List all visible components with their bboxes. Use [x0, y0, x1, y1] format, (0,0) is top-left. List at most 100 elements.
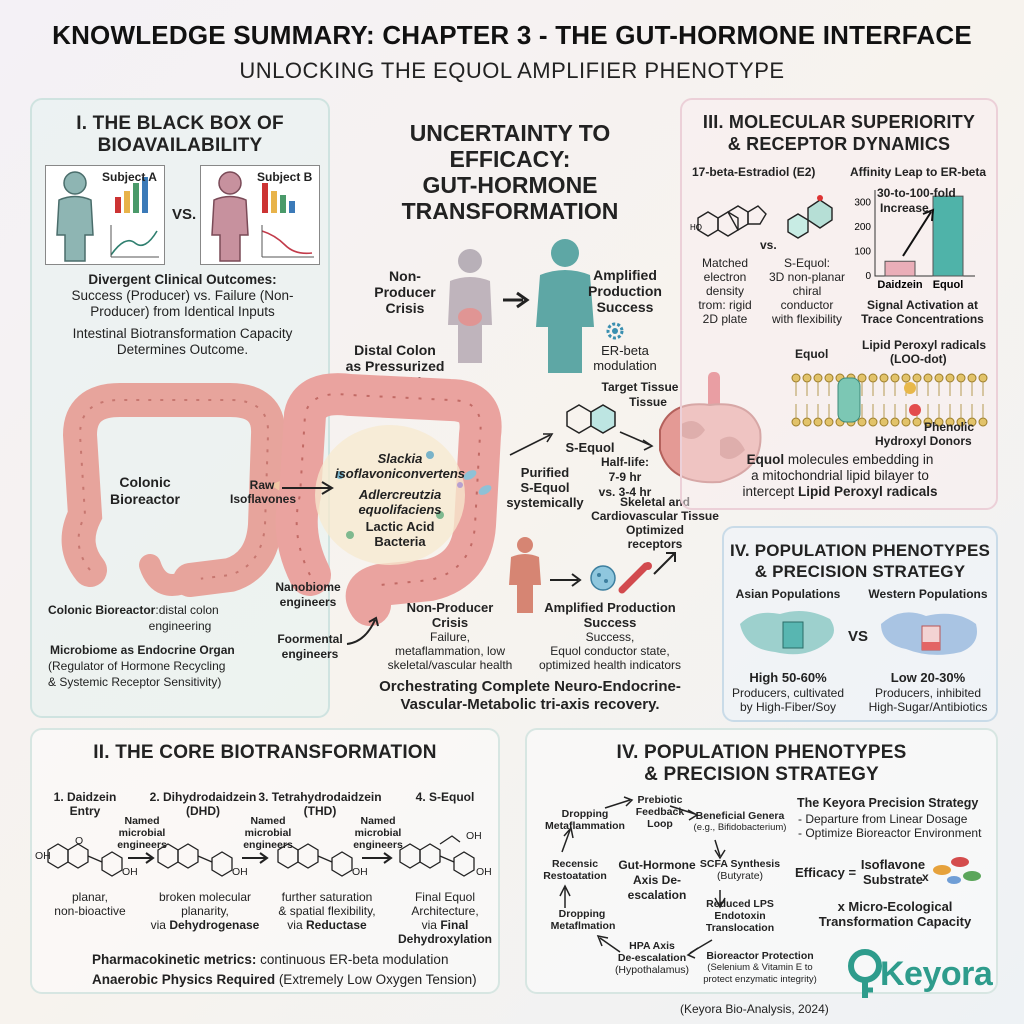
lipid-head	[967, 373, 977, 383]
lipid-head	[912, 373, 922, 383]
step1-desc-1: planar,	[71, 890, 109, 904]
phenolic-label-1: Phenolic	[924, 420, 975, 434]
oh-label-2: OH	[122, 866, 138, 878]
non-producer-top-label-3: Crisis	[385, 300, 425, 316]
cycle-bio-1: Bioreactor Protection	[706, 950, 814, 962]
anaerobic-bold: Anaerobic Physics Required	[92, 972, 276, 987]
raw-isoflavones-label-2: Isoflavones	[229, 492, 297, 506]
purified-sequol-label-3: systemically	[506, 495, 584, 510]
step4-title: 4. S-Equol	[415, 790, 475, 804]
microbiome-endocrine-heading: Microbiome as Endocrine Organ	[50, 643, 235, 657]
panel-precision-strategy	[525, 728, 998, 994]
non-producer-top-label-1: Non-	[389, 268, 421, 284]
vs-label: VS.	[172, 206, 197, 223]
skeletal-label-2: Cardiovascular Tissue	[591, 509, 719, 523]
lipid-head	[791, 417, 801, 427]
asian-desc-2: by High-Fiber/Soy	[739, 700, 837, 714]
fold-increase-line2: Increase	[880, 201, 929, 215]
cycle-prebiotic-2: Feedback	[635, 806, 685, 818]
anaerobic-rest: (Extremely Low Oxygen Tension)	[275, 972, 477, 987]
lipid-head	[824, 373, 834, 383]
engineers-3-line3: engineers	[353, 839, 403, 851]
engineers-1-line1: Named	[124, 815, 160, 827]
panel4a-title-line1: IV. POPULATION PHENOTYPES	[729, 541, 991, 560]
panel3-title-line2: & RECEPTOR DYNAMICS	[727, 134, 951, 154]
step3-title-2: (THD)	[303, 804, 337, 818]
ap-bottom-desc-2: Equol conductor state,	[550, 644, 670, 658]
ap-bottom-desc-3: optimized health indicators	[538, 658, 682, 672]
skeletal-label-1: Skeletal and	[619, 495, 691, 509]
y-tick-label: 0	[865, 271, 871, 282]
engineers-3-line1: Named	[360, 815, 396, 827]
sequol-desc-1: S-Equol:	[783, 256, 831, 270]
lipid-bilayer-illustration	[791, 373, 988, 427]
strategy-line1: - Departure from Linear Dosage	[798, 812, 968, 826]
cycle-scfa-1: SCFA Synthesis	[699, 858, 781, 870]
sequol-desc-2: 3D non-planar	[768, 270, 846, 284]
halflife-line1: Half-life:	[601, 455, 649, 469]
matched-line2: electron	[703, 270, 747, 284]
cycle-lps-3: Translocation	[705, 922, 775, 934]
divergent-outcomes-heading: Divergent Clinical Outcomes:	[88, 272, 277, 287]
y-tick-label: 200	[854, 222, 871, 233]
cycle-prebiotic-1: Prebiotic	[637, 794, 683, 806]
purified-sequol-label-2: S-Equol	[520, 480, 570, 495]
distal-colon-label-1: Distal Colon	[354, 342, 436, 358]
step3-desc-2: & spatial flexibility,	[278, 904, 376, 918]
lipid-head	[868, 373, 878, 383]
equol-mol-desc-3-bold: Lipid Peroxyl radicals	[797, 484, 938, 499]
panel4b-title-line1: IV. POPULATION PHENOTYPES	[616, 742, 907, 763]
subject-a-figure-icon	[56, 171, 159, 262]
step4-desc-2: Architecture,	[411, 904, 479, 918]
subject-b-figure-icon	[211, 171, 314, 262]
step4-desc-3-rest: via	[421, 918, 441, 932]
estradiol-label: 17-beta-Estradiol (E2)	[692, 165, 816, 179]
sequol-3d-molecule-icon	[787, 195, 833, 239]
colonic-bioreactor-label-2: Bioreactor	[109, 491, 181, 507]
cycle-dropping-bot-2: Metaflmation	[550, 920, 616, 932]
microbiome-endocrine-line3: & Systemic Receptor Sensitivity)	[48, 675, 222, 689]
anaerobic-line: Anaerobic Physics Required (Extremely Lo…	[92, 972, 477, 988]
lipid-head	[857, 373, 867, 383]
equol-mol-desc-1-bold: Equol	[746, 452, 785, 467]
equol-bilayer-label: Equol	[795, 347, 829, 361]
orchestrating-line2: Vascular-Metabolic tri-axis recovery.	[400, 696, 660, 713]
center-title-line4: TRANSFORMATION	[401, 198, 619, 224]
panel2-title: II. THE CORE BIOTRANSFORMATION	[93, 742, 437, 763]
cycle-hpa-3: (Hypothalamus)	[614, 964, 690, 976]
halflife-line2: 7-9 hr	[608, 470, 642, 484]
panel1-title-line1: I. THE BLACK BOX OF	[76, 113, 284, 134]
sequol-molecule-icon	[566, 404, 616, 434]
step3-desc-1: further saturation	[281, 890, 373, 904]
lipid-head	[802, 373, 812, 383]
estradiol-molecule-icon: HO	[690, 205, 767, 237]
lipid-head	[813, 417, 823, 427]
lipid-head	[978, 417, 988, 427]
o-label-1: O	[75, 835, 84, 847]
lipid-peroxyl-label-2: (LOO-dot)	[890, 352, 947, 366]
arrow-bottom-icon	[550, 573, 582, 587]
pharmacokinetic-line: Pharmacokinetic metrics: continuous ER-b…	[92, 952, 448, 968]
category-label-daidzein: Daidzein	[877, 279, 923, 291]
amplified-top-label-3: Success	[596, 299, 654, 315]
oh-label-3: OH	[232, 866, 248, 878]
distal-colon-illustration	[275, 373, 502, 626]
efficacy-label: Efficacy =	[795, 865, 857, 880]
western-pct: Low 20-30%	[890, 670, 966, 685]
lipid-head	[868, 417, 878, 427]
bacteria-adlercreutzia-1: Adlercreutzia	[358, 487, 442, 502]
y-tick-label: 300	[854, 197, 871, 208]
lipid-head	[791, 373, 801, 383]
isoflavone-label-1: Isoflavone	[860, 857, 926, 872]
equol-mol-desc-3: intercept Lipid Peroxyl radicals	[690, 484, 990, 500]
engineers-1-line2: microbial	[118, 827, 166, 839]
subject-a-label: Subject A	[102, 170, 157, 184]
matched-line4: trom: rigid	[698, 298, 752, 312]
colonic-bioreactor-label-1: Colonic	[119, 474, 171, 490]
cycle-bio-2: (Selenium & Vitamin E to	[707, 962, 813, 973]
target-tissue-label-1: Target Tissue	[601, 380, 679, 394]
er-beta-label-1: ER-beta	[601, 343, 649, 358]
cycle-beneficial-2: (e.g., Bifidobacterium)	[693, 822, 787, 833]
np-bottom-title-1: Non-Producer	[406, 600, 494, 615]
